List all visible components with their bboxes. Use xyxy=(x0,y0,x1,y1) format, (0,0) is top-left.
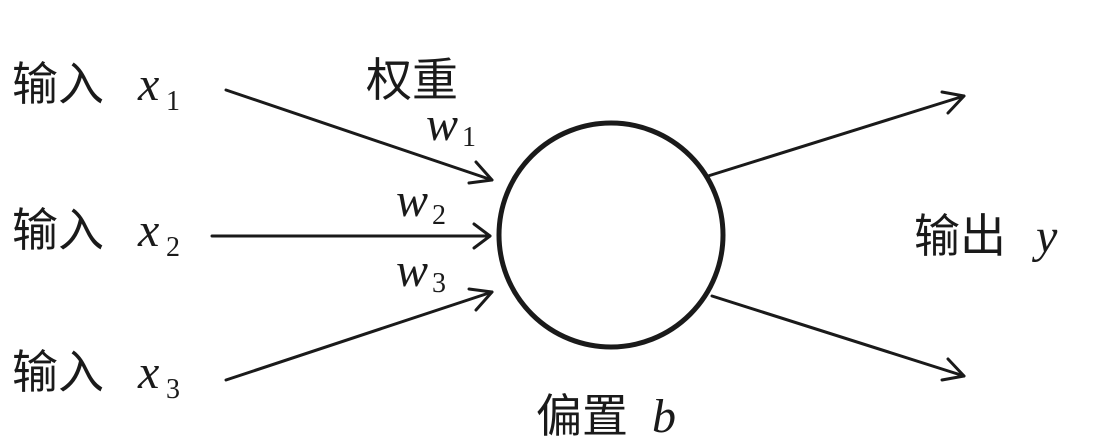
weight-3-sub: 3 xyxy=(432,268,446,299)
input-3-prefix: 输入 xyxy=(12,345,104,399)
bias-var: b xyxy=(652,390,676,443)
input-1-sub: 1 xyxy=(166,86,180,117)
input-label-1: 输入 x 1 xyxy=(12,57,180,117)
input-1-var: x xyxy=(137,58,159,111)
weight-label-1: w 1 xyxy=(426,98,476,153)
input-2-sub: 2 xyxy=(166,232,180,263)
input-label-3: 输入 x 3 xyxy=(12,345,180,405)
input-arrow-2 xyxy=(210,222,492,250)
input-arrow-3 xyxy=(224,287,494,382)
input-2-prefix: 输入 xyxy=(12,203,104,257)
weight-1-sub: 1 xyxy=(462,122,476,153)
output-var: y xyxy=(1031,210,1058,263)
input-arrow-1 xyxy=(224,88,494,185)
output-prefix: 输出 xyxy=(914,209,1006,263)
weights-label: 权重 xyxy=(366,53,458,107)
weight-1-var: w xyxy=(426,98,458,151)
input-1-prefix: 输入 xyxy=(12,57,104,111)
weight-label-3: w 3 xyxy=(396,244,446,299)
weight-2-sub: 2 xyxy=(432,200,446,231)
output-label: 输出 y xyxy=(914,209,1058,263)
output-arrow-upper xyxy=(706,90,966,178)
output-arrow-lower xyxy=(710,294,966,382)
input-2-var: x xyxy=(137,204,159,257)
input-label-2: 输入 x 2 xyxy=(12,203,180,263)
input-3-var: x xyxy=(137,346,159,399)
weight-3-var: w xyxy=(396,244,428,297)
weight-label-2: w 2 xyxy=(396,174,446,231)
bias-label: 偏置 b xyxy=(536,389,676,443)
weight-2-var: w xyxy=(396,174,428,227)
neuron-circle xyxy=(496,120,726,350)
input-3-sub: 3 xyxy=(166,374,180,405)
bias-prefix: 偏置 xyxy=(536,389,628,443)
